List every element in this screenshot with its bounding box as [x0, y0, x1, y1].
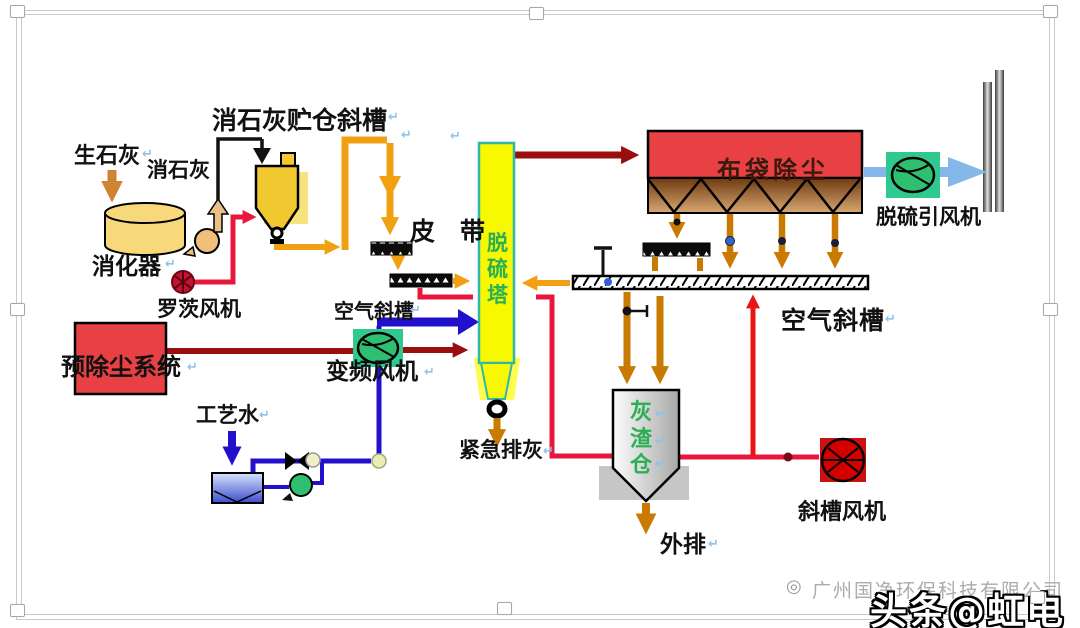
return-mark-icon: ↵: [142, 147, 153, 162]
chimney-stack: [983, 70, 1004, 212]
bag-filter-ash-drops: [668, 214, 844, 269]
pipe-junction-dot: [783, 452, 793, 462]
desulfurization-tower: [474, 141, 520, 448]
pre-dedust-box: [73, 321, 168, 396]
label-chute-fan: 斜槽风机: [798, 500, 887, 525]
return-mark-icon: ↵: [450, 129, 461, 144]
resize-handle-bottom-middle[interactable]: [497, 602, 512, 615]
label-emergency-ash: 紧急排灰: [459, 438, 543, 462]
label-lime-silo-chute: 消石灰贮仓斜槽: [212, 106, 388, 135]
return-mark-icon: ↵: [543, 444, 554, 459]
return-mark-icon: ↵: [885, 312, 896, 327]
label-vfd-fan: 变频风机: [326, 359, 418, 385]
return-mark-icon: ↵: [388, 110, 399, 125]
pipe-node: [371, 453, 387, 469]
return-mark-icon: ↵: [424, 365, 435, 380]
flue-gas-pipes: [166, 145, 640, 358]
label-roots-blower: 罗茨风机: [157, 297, 241, 321]
return-mark-icon: ↵: [259, 408, 270, 423]
label-process-water: 工艺水: [196, 403, 259, 427]
vfd-fan: [353, 329, 403, 367]
label-discharge: 外排: [660, 532, 706, 558]
return-mark-icon: ↵: [187, 360, 198, 375]
ash-silo: [599, 292, 689, 535]
air-chute-bar: [571, 246, 870, 291]
tower-name-char: 硫: [487, 257, 508, 281]
pneumatic-feed-line: [216, 137, 271, 200]
resize-handle-middle-right[interactable]: [1043, 303, 1058, 316]
id-fan: [886, 152, 940, 198]
chute-fan: [820, 437, 866, 483]
belt-drop-stubs: [652, 257, 703, 271]
resize-handle-top-left[interactable]: [10, 5, 25, 18]
resize-handle-middle-left[interactable]: [10, 303, 25, 316]
company-watermark: 广州国净环保科技有限公司: [812, 580, 1065, 602]
water-pump: [282, 473, 313, 501]
roots-air-line: [194, 210, 257, 285]
water-valve: [285, 452, 321, 470]
silo-name-char: 仓: [630, 453, 653, 478]
label-slaked-lime: 消石灰: [147, 158, 210, 182]
label-bag-filter: 布袋除尘: [717, 156, 829, 184]
silo-name-char: 灰: [630, 400, 653, 425]
feed-belt-1: [370, 241, 413, 256]
recycle-belt: [642, 242, 711, 257]
return-mark-icon: ↵: [165, 257, 176, 272]
lime-storage-hopper: [254, 152, 308, 244]
water-tank: [211, 472, 264, 504]
lime-transfer-pump: [182, 197, 230, 257]
silo-name-char: 渣: [630, 427, 653, 452]
feed-belt-2: [389, 273, 453, 288]
label-digester: 消化器: [92, 254, 161, 280]
resize-handle-bottom-left[interactable]: [10, 604, 25, 617]
recirculation-pipe: [417, 288, 819, 460]
roots-blower-fan: [171, 270, 195, 294]
label-belt: 皮 带: [410, 217, 486, 246]
return-mark-icon: ↵: [655, 407, 666, 422]
tower-name-char: 塔: [487, 283, 508, 307]
digester-vessel: [104, 202, 186, 256]
company-logo-icon: ◎: [786, 576, 802, 597]
resize-handle-bottom-right[interactable]: [1030, 591, 1045, 604]
return-mark-icon: ↵: [410, 303, 421, 318]
resize-handle-top-middle[interactable]: [529, 7, 544, 20]
label-air-chute-right: 空气斜槽: [781, 306, 886, 335]
label-quicklime: 生石灰: [74, 144, 141, 169]
resize-handle-top-right[interactable]: [1043, 5, 1058, 18]
return-mark-icon: ↵: [401, 128, 412, 143]
bag-filter-house: [646, 129, 864, 214]
tower-name-char: 脱: [487, 231, 508, 255]
return-mark-icon: ↵: [655, 434, 666, 449]
platform-watermark: 头条@虹电力: [870, 590, 1065, 628]
return-mark-icon: ↵: [708, 537, 719, 552]
return-mark-icon: ↵: [655, 457, 666, 472]
label-id-fan: 脱硫引风机: [876, 205, 981, 229]
label-air-chute-left: 空气斜槽: [334, 299, 414, 323]
lime-feed-lines: [274, 136, 570, 291]
label-pre-dedust: 预除尘系统: [61, 353, 181, 381]
